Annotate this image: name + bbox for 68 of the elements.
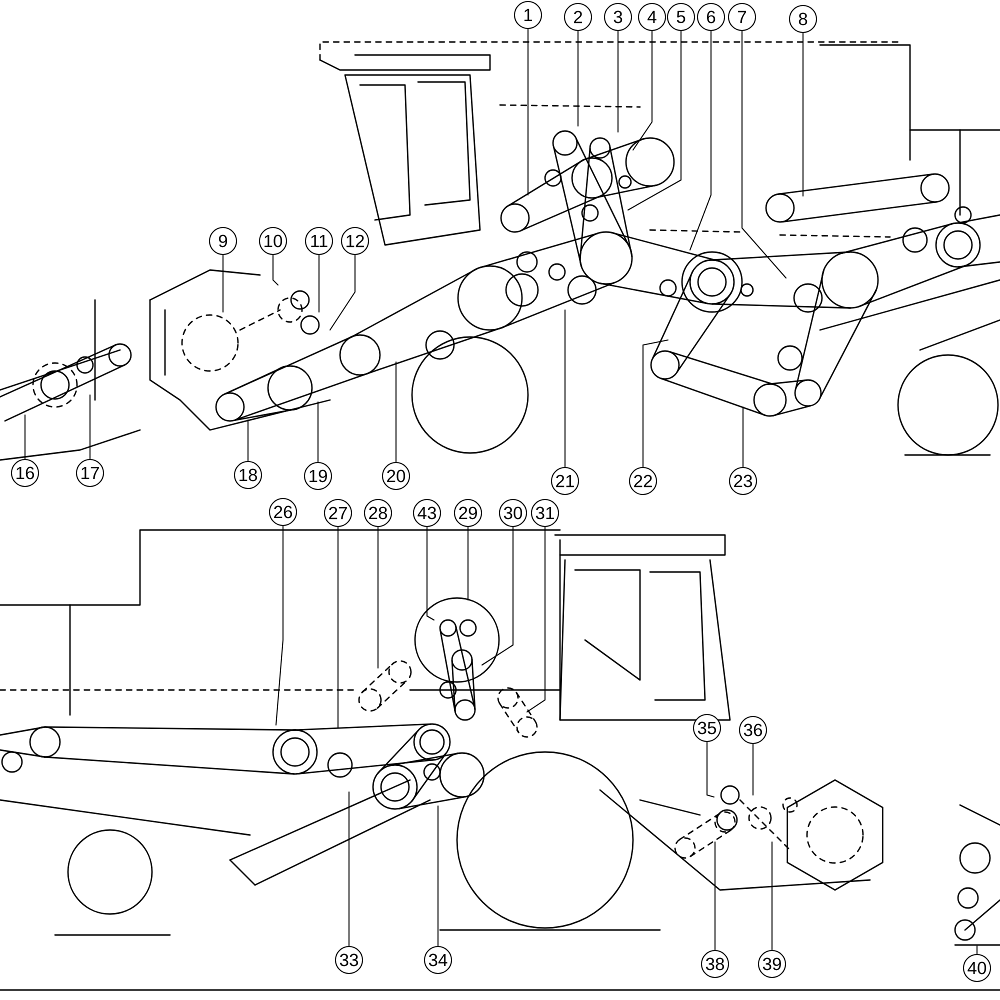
leader-line <box>741 30 787 279</box>
callout-number: 11 <box>304 226 334 256</box>
callout-number: 34 <box>424 946 452 974</box>
callout-number: 43 <box>412 498 442 528</box>
leader-line <box>24 414 26 460</box>
leader-line <box>395 361 397 462</box>
callout-number: 7 <box>728 2 756 32</box>
leader-line <box>275 526 284 726</box>
callout-number: 3 <box>604 2 632 32</box>
callout-number: 36 <box>738 716 768 744</box>
leader-line <box>437 805 439 946</box>
callout-number: 4 <box>638 2 666 32</box>
leader-line <box>742 406 744 468</box>
callout-number: 9 <box>208 226 238 256</box>
callout-number: 26 <box>268 498 298 526</box>
leader-line <box>348 791 350 946</box>
leader-line <box>272 254 279 286</box>
callout-number: 10 <box>258 226 288 256</box>
callout-number: 30 <box>498 498 528 528</box>
leader-line <box>467 526 469 601</box>
leader-line <box>752 744 754 796</box>
leader-line <box>526 526 546 713</box>
leader-line <box>426 526 435 621</box>
leader-line <box>318 254 320 313</box>
leader-line <box>564 309 566 468</box>
leader-line <box>89 394 91 460</box>
leader-line <box>222 254 224 313</box>
leader-line <box>617 30 619 133</box>
leader-line <box>337 526 339 729</box>
callout-number: 18 <box>234 460 262 490</box>
leader-line <box>802 32 804 197</box>
callout-number: 23 <box>728 466 758 496</box>
leader-line <box>627 30 682 211</box>
callout-number: 22 <box>628 466 658 496</box>
callout-number: 28 <box>364 498 392 528</box>
leader-line <box>771 841 773 950</box>
leader-line <box>714 841 716 950</box>
callout-number: 40 <box>962 954 992 982</box>
leader-line <box>706 742 715 798</box>
callout-number: 19 <box>304 462 332 490</box>
leader-line <box>689 30 712 251</box>
leader-line <box>632 30 653 151</box>
callout-number: 2 <box>564 2 592 32</box>
callout-number: 21 <box>550 466 580 496</box>
callout-number: 33 <box>334 946 364 974</box>
leader-line <box>317 401 319 462</box>
leader-line <box>976 945 978 954</box>
callout-number: 31 <box>530 498 560 528</box>
callout-number: 12 <box>340 226 370 256</box>
callout-number: 17 <box>76 458 104 488</box>
leader-line <box>642 339 669 468</box>
leader-line <box>481 526 514 666</box>
callout-number: 6 <box>696 2 726 32</box>
callout-number: 16 <box>10 458 40 488</box>
leader-line <box>329 254 356 331</box>
callout-number: 39 <box>758 950 786 978</box>
leader-line <box>247 419 249 462</box>
leader-line <box>527 28 529 196</box>
callout-number: 35 <box>692 714 722 742</box>
callout-number: 27 <box>324 498 352 528</box>
callout-number: 38 <box>700 950 730 978</box>
callout-number: 5 <box>666 2 696 32</box>
callout-number: 1 <box>514 0 542 30</box>
callout-number: 20 <box>382 462 410 490</box>
leader-line <box>577 30 579 127</box>
leader-line <box>377 526 379 669</box>
callout-number: 29 <box>454 498 482 528</box>
callout-number: 8 <box>788 4 818 34</box>
